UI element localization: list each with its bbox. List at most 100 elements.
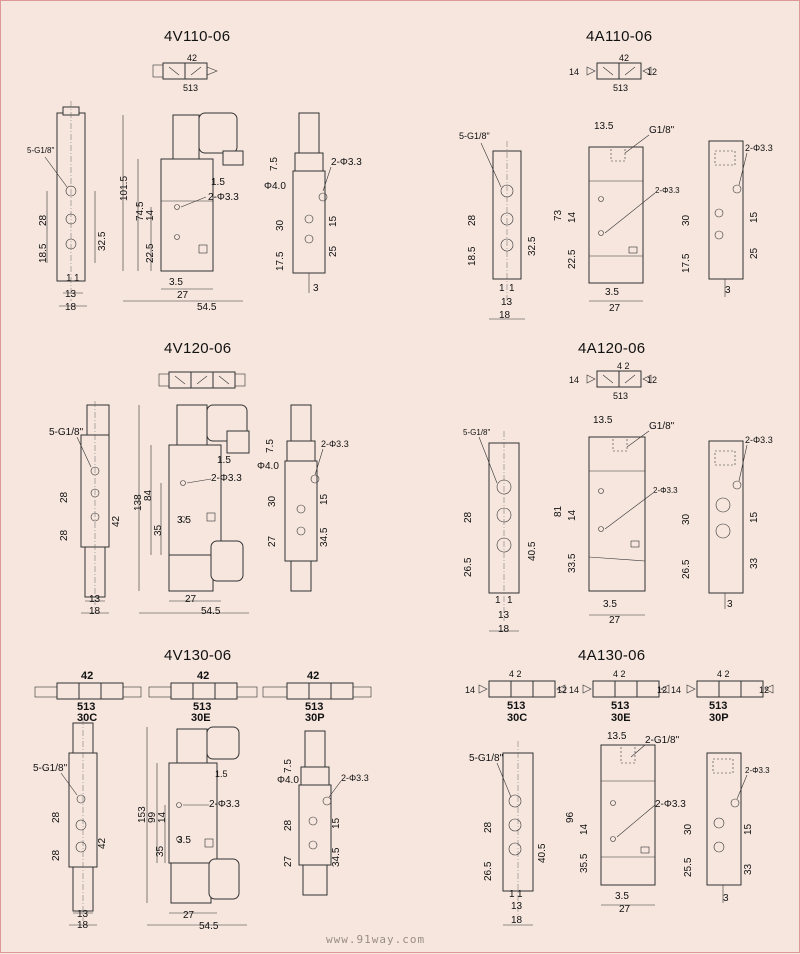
- dim-28a: 28: [51, 811, 62, 823]
- dim-27: 27: [183, 910, 195, 921]
- dim-73: 73: [553, 209, 564, 221]
- dim-3-5: 3.5: [603, 599, 617, 610]
- dim-18: 18: [89, 606, 101, 617]
- dim-35-5: 35.5: [579, 853, 590, 873]
- symbol-code: 30P: [709, 712, 729, 724]
- dim-42: 42: [97, 837, 108, 849]
- title-4a130: 4A130-06: [578, 647, 646, 664]
- dim-1b: 1: [507, 595, 513, 606]
- dim-13: 13: [501, 297, 513, 308]
- dim-28b: 28: [51, 849, 62, 861]
- dim-3-5: 3.5: [605, 287, 619, 298]
- dim-hole: 2-Φ3.3: [209, 799, 240, 810]
- dim-18: 18: [77, 920, 89, 931]
- dim-port-note: 5-G1/8": [463, 428, 490, 437]
- dim-3-5: 3.5: [169, 277, 183, 288]
- valve-symbol-30c: 14 4 2 12 513 30C: [465, 669, 567, 724]
- dim-1a: 1: [66, 273, 72, 284]
- dim-27: 27: [609, 615, 621, 626]
- dim-g18: 2-G1/8": [645, 735, 680, 746]
- dim-14: 14: [567, 509, 578, 521]
- dim-1a: 1: [495, 595, 501, 606]
- dim-g18: G1/8": [649, 421, 675, 432]
- dim-1b: 1: [509, 283, 515, 294]
- dim-99: 99: [147, 811, 158, 823]
- dim-40-5: 40.5: [537, 843, 548, 863]
- dim-hole-right: 2-Φ3.3: [745, 435, 773, 445]
- dim-hole-right: 2-Φ3.3: [331, 157, 362, 168]
- symbol-port-left: 14: [569, 685, 579, 695]
- valve-symbol-30p: 42 513 30P: [262, 670, 372, 724]
- symbol-port-left: 14: [671, 685, 681, 695]
- dim-28: 28: [38, 214, 49, 226]
- view-4a120-right: 2-Φ3.3 30 15 26.5 33 3: [681, 435, 773, 610]
- dim-1b: 1: [517, 889, 523, 900]
- symbol-port-top: 4 2: [613, 669, 626, 679]
- view-4v110-right: 7.5 Φ4.0 2-Φ3.3 30 15 17.5 25 3: [264, 112, 362, 294]
- dim-28: 28: [467, 214, 478, 226]
- dim-3: 3: [313, 283, 319, 294]
- dim-15: 15: [331, 817, 342, 829]
- view-4a130-side: 13.5 2-G1/8" 96 14 35.5 2-Φ3.3 3.5 27: [565, 731, 686, 915]
- symbol-port-bottom: 513: [77, 701, 95, 713]
- dim-35: 35: [155, 845, 166, 857]
- dim-54-5: 54.5: [201, 606, 221, 617]
- symbol-code: 30E: [611, 712, 631, 724]
- dim-18: 18: [511, 915, 523, 926]
- title-4a110: 4A110-06: [586, 28, 653, 45]
- dim-hole-right: 2-Φ3.3: [745, 143, 773, 153]
- dim-7-5: 7.5: [283, 759, 294, 773]
- dim-35: 35: [153, 524, 164, 536]
- title-4a120: 4A120-06: [578, 340, 646, 357]
- dim-28: 28: [283, 819, 294, 831]
- dim-30: 30: [267, 495, 278, 507]
- dim-port-note: 5-G1/8": [27, 146, 54, 155]
- dim-27: 27: [185, 594, 197, 605]
- view-4a120-front: 5-G1/8" 28 26.5 40.5 1 1 13 18: [463, 428, 538, 635]
- view-4v110-side: 101.5 74.5 14 22.5 1.5 2-Φ3.3 3.5 27 54.…: [119, 112, 244, 313]
- symbol-code: 30P: [305, 712, 325, 724]
- dim-13: 13: [498, 610, 510, 621]
- dim-13-5: 13.5: [594, 121, 614, 132]
- dim-1b: 1: [74, 273, 80, 284]
- dim-13: 13: [89, 594, 101, 605]
- dim-25-5: 25.5: [683, 857, 694, 877]
- dim-15: 15: [319, 493, 330, 505]
- dim-15: 15: [328, 215, 339, 227]
- symbol-port-top: 42: [187, 53, 197, 63]
- dim-g18: G1/8": [649, 125, 675, 136]
- dim-3: 3: [723, 893, 729, 904]
- dim-96: 96: [565, 811, 576, 823]
- dim-7-5: 7.5: [265, 439, 276, 453]
- dim-81: 81: [553, 505, 564, 517]
- valve-symbols-4a130: 14 4 2 12 513 30C 14 4 2 12 513 30E: [465, 669, 774, 724]
- dim-14: 14: [157, 811, 168, 823]
- dim-26-5: 26.5: [483, 861, 494, 881]
- dim-1-5: 1.5: [217, 455, 231, 466]
- dim-port-note: 5-G1/8": [459, 131, 490, 141]
- dim-15: 15: [749, 511, 760, 523]
- dim-3: 3: [725, 285, 731, 296]
- symbol-port-bottom: 513: [305, 701, 323, 713]
- view-4v110-front: 5-G1/8" 28 18.5 32.5 1 1 13 18: [27, 101, 108, 313]
- dim-hole: 2-Φ3.3: [655, 186, 680, 195]
- dim-27: 27: [619, 904, 631, 915]
- valve-symbol-30e: 42 513 30E: [148, 670, 258, 724]
- view-4v130-side: 153 99 14 35 1.5 2-Φ3.3 3.5 27 54.5: [137, 726, 247, 932]
- dim-74-5: 74.5: [135, 201, 146, 221]
- dim-32-5: 32.5: [97, 231, 108, 251]
- dim-hole: 2-Φ3.3: [653, 486, 678, 495]
- dim-13: 13: [65, 289, 77, 300]
- dim-13: 13: [511, 901, 523, 912]
- dim-port-note: 5-G1/8": [469, 753, 504, 764]
- view-4v130-front: 5-G1/8" 28 28 42 13 18: [33, 719, 108, 931]
- valve-symbol-30p: 14 4 2 12 513 30P: [671, 669, 774, 724]
- symbol-port-top: 42: [619, 53, 629, 63]
- symbol-port-bottom: 513: [183, 83, 198, 93]
- valve-symbols-4v130: 42 513 30C 42 513 30E 42 5: [34, 670, 372, 724]
- symbol-port-bottom: 513: [613, 83, 628, 93]
- symbol-port-top: 4 2: [509, 669, 522, 679]
- dim-1-5: 1.5: [211, 177, 225, 188]
